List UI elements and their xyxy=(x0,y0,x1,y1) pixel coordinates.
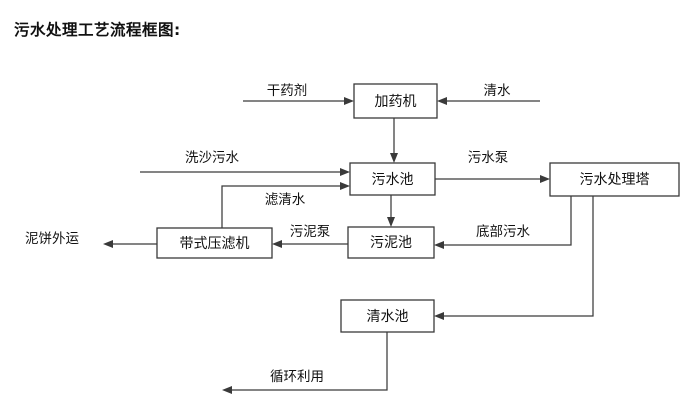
edge-wushuichi-to-wunichi xyxy=(387,195,395,227)
edge-qingshuichi-to-xunhuanliyong xyxy=(222,332,388,394)
edge-yaluji-to-nibingwaiyun xyxy=(103,240,157,248)
edge-wushuichi-to-chulita xyxy=(435,175,550,183)
node-box-yaluji[interactable] xyxy=(156,227,273,259)
node-yaluji[interactable]: 带式压滤机 xyxy=(156,227,273,259)
page-title: 污水处理工艺流程框图: xyxy=(14,21,181,39)
node-label-wushuichi: 污水池 xyxy=(372,172,414,188)
node-label-chulita: 污水处理塔 xyxy=(580,172,650,188)
node-box-wushuichi[interactable] xyxy=(349,162,436,196)
node-box-chulita[interactable] xyxy=(549,162,680,197)
node-chulita[interactable]: 污水处理塔 xyxy=(549,162,680,197)
edge-label-nibingwaiyun: 泥饼外运 xyxy=(25,231,79,247)
node-label-qingshuichi: 清水池 xyxy=(367,309,409,325)
edge-labels-layer: 干药剂 清水 洗沙污水 滤清水 污水泵 底部污水 污泥泵 泥饼外运 循环利用 xyxy=(25,83,530,385)
edge-label-ganyaoji: 干药剂 xyxy=(267,83,308,99)
edge-label-lvqingshui: 滤清水 xyxy=(265,192,306,208)
node-qingshuichi[interactable]: 清水池 xyxy=(340,299,435,333)
edge-wunichi-to-yaluji xyxy=(272,240,348,248)
edge-ganyaoji-to-jiayaoji xyxy=(243,97,354,105)
node-box-jiayaoji[interactable] xyxy=(353,83,438,119)
nodes-layer: 加药机 污水池 污水处理塔 带式压滤机 污泥池 清水池 xyxy=(156,83,680,333)
edges-layer xyxy=(103,97,594,394)
edge-chulita-to-qingshuichi xyxy=(434,196,594,320)
node-jiayaoji[interactable]: 加药机 xyxy=(353,83,438,119)
node-label-wunichi: 污泥池 xyxy=(370,235,412,251)
edge-xishawushui-to-wushuichi xyxy=(140,168,350,176)
node-label-yaluji: 带式压滤机 xyxy=(180,236,250,252)
edge-label-wushuibeng: 污水泵 xyxy=(468,150,509,166)
edge-chulita-to-wunichi xyxy=(434,196,572,249)
edge-label-xishawushui: 洗沙污水 xyxy=(185,150,239,166)
node-box-qingshuichi[interactable] xyxy=(340,299,435,333)
edge-qingshui-to-jiayaoji xyxy=(437,97,540,105)
node-box-wunichi[interactable] xyxy=(347,226,435,259)
edge-label-xunhuanliyong: 循环利用 xyxy=(270,369,324,385)
edge-label-dibuwushui: 底部污水 xyxy=(476,224,530,240)
node-wunichi[interactable]: 污泥池 xyxy=(347,226,435,259)
edge-label-qingshui: 清水 xyxy=(484,83,511,99)
edge-yaluji-to-wushuichi xyxy=(221,182,350,228)
edge-label-wunibeng: 污泥泵 xyxy=(290,224,331,240)
edge-jiayaoji-to-wushuichi xyxy=(390,118,398,163)
node-label-jiayaoji: 加药机 xyxy=(375,94,417,110)
node-wushuichi[interactable]: 污水池 xyxy=(349,162,436,196)
